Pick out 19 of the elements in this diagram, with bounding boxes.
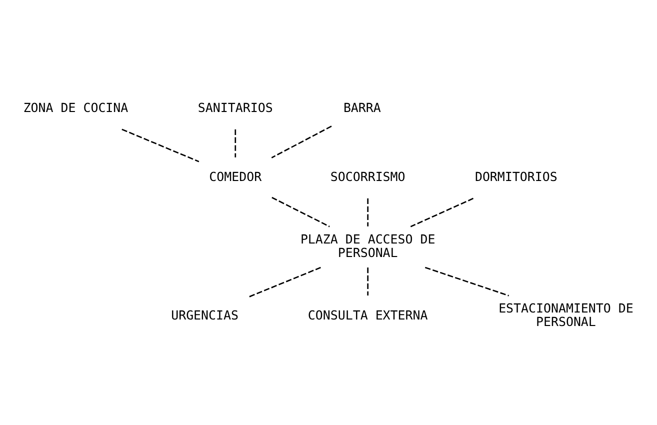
node-text: ZONA DE COCINA [23, 100, 128, 116]
node-text: ESTACIONAMIENTO DE PERSONAL [498, 300, 634, 330]
connector [234, 129, 236, 158]
connector [410, 198, 474, 228]
node-text: SANITARIOS [198, 100, 273, 116]
connector [122, 128, 200, 162]
node-text: PLAZA DE ACCESO DE PERSONAL [300, 231, 436, 260]
node-text: URGENCIAS [171, 307, 239, 322]
node-text: DORMITORIOS [474, 169, 558, 184]
connector [367, 268, 369, 296]
node-text: CONSULTA EXTERNA [308, 307, 428, 322]
connector [248, 266, 321, 298]
connector [424, 266, 510, 296]
node-text: SOCORRISMO [330, 169, 406, 184]
connector [272, 196, 330, 228]
node-text: BARRA [343, 100, 381, 116]
connector [367, 198, 369, 226]
connector [271, 126, 332, 158]
node-text: COMEDOR [209, 169, 262, 184]
